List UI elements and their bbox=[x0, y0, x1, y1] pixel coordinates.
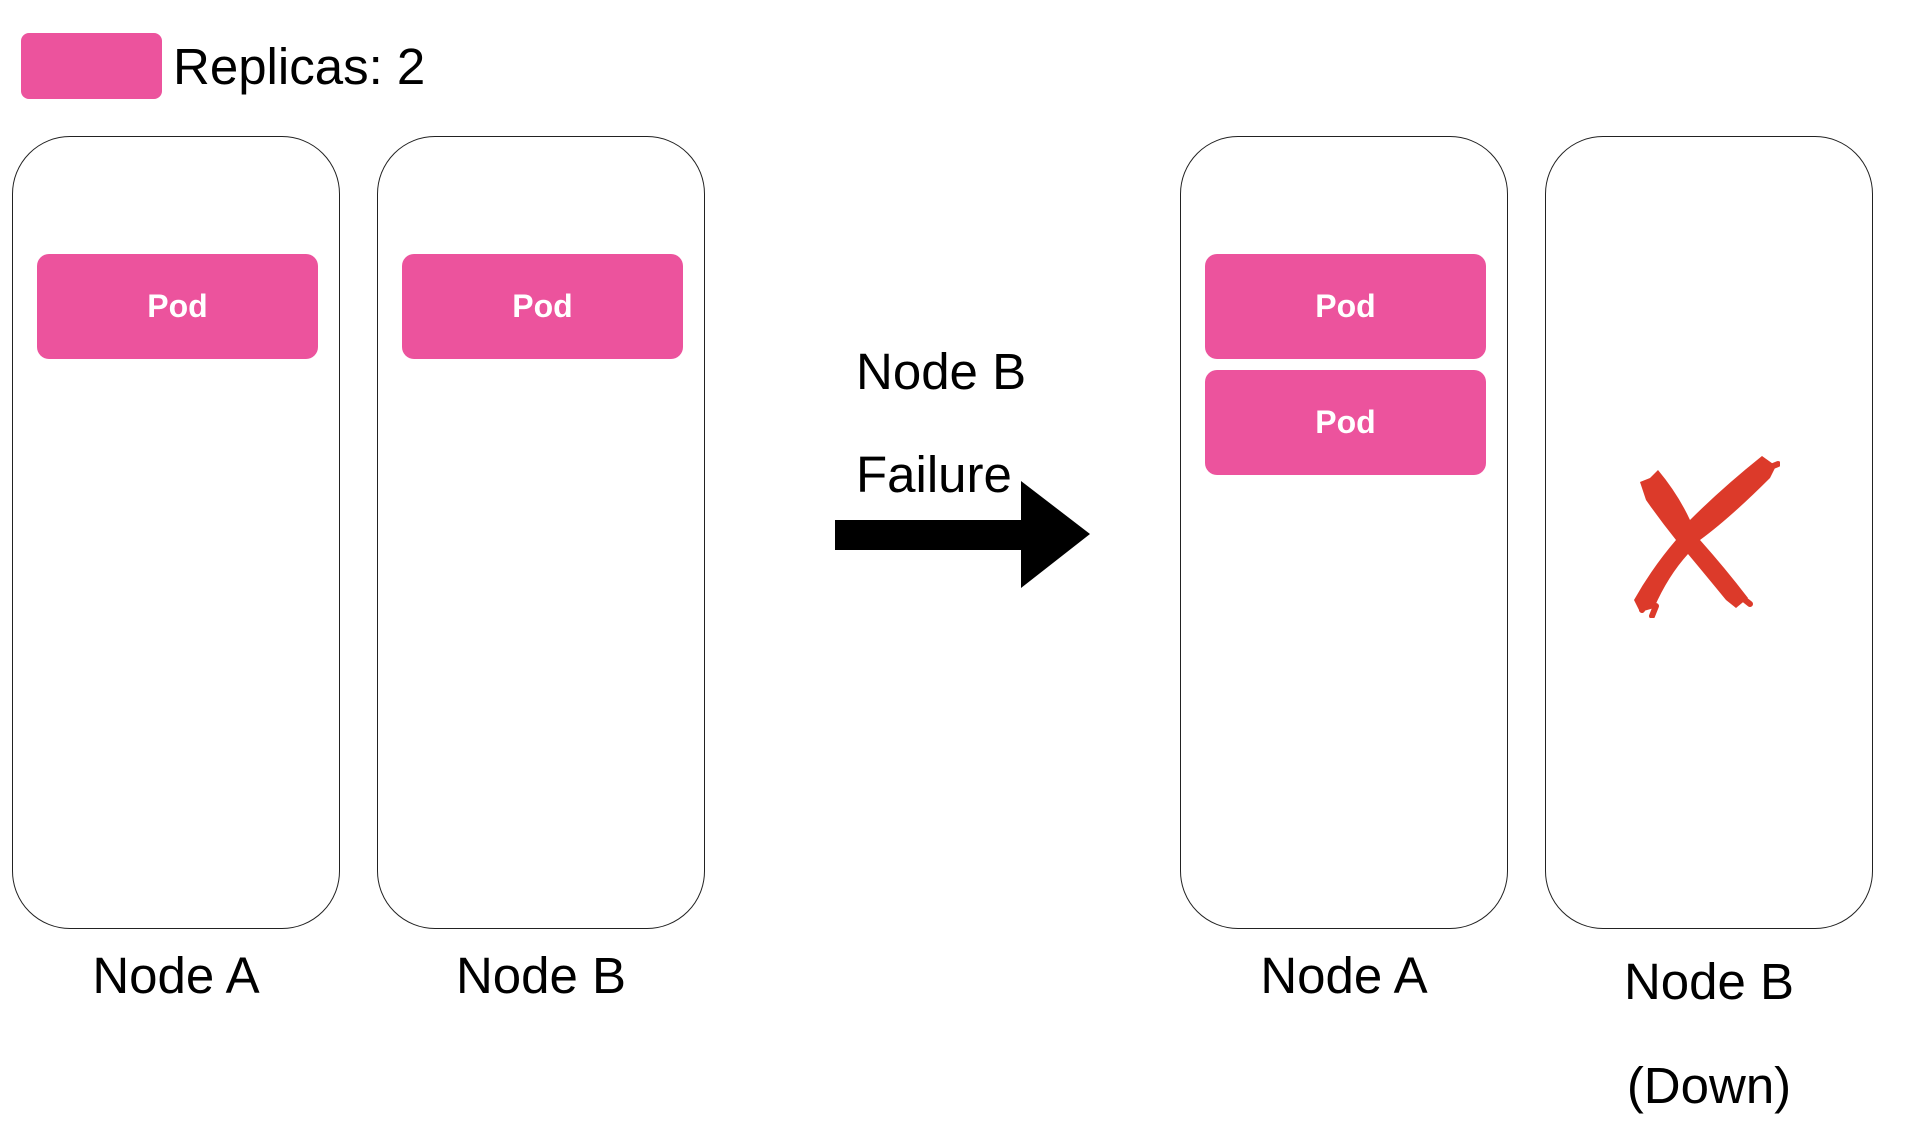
pod: Pod bbox=[402, 254, 683, 359]
legend-label: Replicas: 2 bbox=[173, 38, 426, 95]
transition-subtitle: Failure bbox=[856, 446, 1012, 503]
right-arrow-icon bbox=[835, 481, 1090, 588]
pod: Pod bbox=[37, 254, 318, 359]
node-b-after-label: Node B bbox=[1623, 953, 1795, 1010]
red-x-icon bbox=[1634, 456, 1780, 618]
node-b-before-label: Node B bbox=[455, 947, 627, 1004]
pod: Pod bbox=[1205, 254, 1486, 359]
transition-title: Node B bbox=[856, 343, 1027, 400]
node-a-before: Pod bbox=[12, 136, 340, 929]
node-b-before: Pod bbox=[377, 136, 705, 929]
node-a-before-label: Node A bbox=[92, 947, 260, 1004]
node-a-after: Pod Pod bbox=[1180, 136, 1508, 929]
node-a-after-label: Node A bbox=[1260, 947, 1428, 1004]
legend-swatch bbox=[21, 33, 162, 99]
node-b-status-label: (Down) bbox=[1626, 1057, 1792, 1114]
pod: Pod bbox=[1205, 370, 1486, 475]
